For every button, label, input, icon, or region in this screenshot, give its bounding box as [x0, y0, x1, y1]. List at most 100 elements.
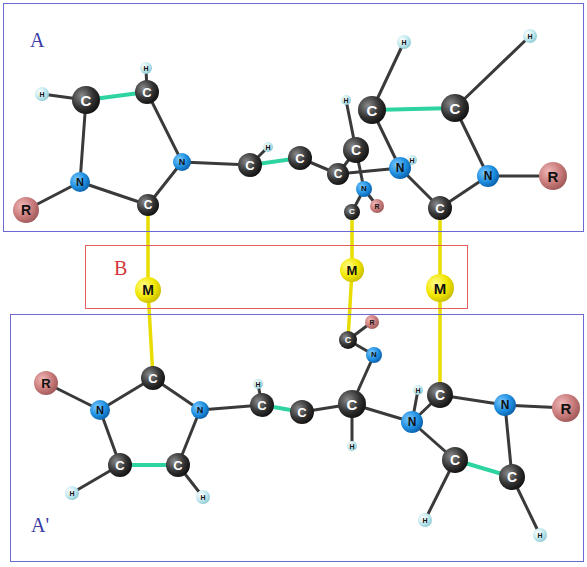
atom-sphere: [366, 347, 382, 363]
atom-sphere: [365, 315, 379, 329]
atom-sphere: [65, 486, 79, 500]
atom-sphere: [427, 382, 453, 408]
atom-sphere: [253, 379, 263, 389]
atom-label: N: [361, 185, 367, 193]
atom-sphere: [533, 528, 547, 542]
atom-sphere: [413, 385, 423, 395]
region-label: A': [31, 515, 49, 535]
atom-label: C: [295, 152, 304, 165]
atom-label: H: [200, 494, 205, 501]
atom-sphere: [340, 258, 364, 282]
atom-sphere: [290, 400, 314, 424]
atom-sphere: [338, 390, 366, 418]
atom-sphere: [539, 162, 567, 190]
atom-sphere: [166, 453, 190, 477]
atom-sphere: [358, 96, 386, 124]
atom-label: C: [334, 168, 343, 180]
atom-sphere: [140, 62, 152, 74]
atom-sphere: [401, 411, 423, 433]
atom-label: N: [179, 158, 186, 167]
atom-label: H: [401, 39, 406, 46]
atom-sphere: [397, 35, 411, 49]
atom-sphere: [288, 146, 312, 170]
bond-group: [26, 36, 566, 535]
atom-label: N: [371, 351, 377, 359]
region-label: B: [114, 258, 127, 278]
atom-sphere: [137, 194, 159, 216]
atom-sphere: [173, 153, 191, 171]
atom-label: H: [265, 144, 270, 151]
atom-sphere: [13, 197, 39, 223]
atom-sphere: [135, 277, 161, 303]
atom-sphere: [418, 513, 432, 527]
atom-sphere: [389, 157, 411, 179]
atom-label: C: [81, 93, 92, 108]
atom-sphere: [428, 196, 452, 220]
atom-sphere: [135, 80, 159, 104]
atom-label: C: [435, 388, 445, 402]
atom-sphere: [347, 441, 357, 451]
atom-group: [13, 29, 580, 542]
atom-label: H: [349, 443, 354, 450]
atom-sphere: [442, 447, 468, 473]
atom-sphere: [196, 490, 210, 504]
atom-label: H: [143, 65, 148, 72]
atom-sphere: [141, 366, 165, 390]
atom-sphere: [327, 163, 349, 185]
atom-sphere: [250, 393, 274, 417]
atom-label: N: [408, 416, 417, 428]
atom-label: C: [142, 86, 151, 99]
region-box: A: [3, 3, 584, 232]
region-box: B: [85, 245, 468, 309]
atom-label: C: [148, 372, 157, 385]
atom-label: R: [561, 401, 572, 416]
atom-sphere: [191, 401, 209, 419]
atom-label: C: [507, 470, 517, 484]
atom-label: C: [367, 103, 378, 118]
atom-sphere: [477, 165, 499, 187]
region-box: A': [10, 314, 584, 562]
atom-label: C: [450, 101, 461, 116]
atom-label: C: [257, 399, 266, 412]
atom-label: H: [409, 157, 414, 164]
atom-label: R: [21, 203, 31, 217]
atom-label: C: [345, 336, 352, 345]
atom-label: C: [173, 459, 182, 472]
atom-label: M: [347, 264, 358, 277]
atom-sphere: [72, 86, 100, 114]
atom-label: N: [501, 399, 510, 411]
atom-sphere: [339, 331, 357, 349]
atom-label: N: [76, 177, 84, 188]
atom-label: C: [115, 459, 124, 472]
atom-sphere: [523, 29, 537, 43]
atom-label: C: [349, 208, 355, 216]
atom-sphere: [108, 453, 132, 477]
atom-sphere: [552, 394, 580, 422]
atom-label: N: [96, 405, 104, 416]
bond-line: [455, 36, 530, 108]
atom-label: N: [484, 170, 493, 182]
atom-sphere: [441, 94, 469, 122]
atom-label: R: [374, 203, 379, 210]
atom-sphere: [341, 95, 351, 105]
bond-line: [438, 288, 442, 395]
atom-label: C: [347, 397, 358, 412]
atom-label: M: [142, 283, 154, 297]
atom-label: H: [422, 517, 427, 524]
region-label: A: [30, 30, 44, 50]
atom-label: N: [396, 162, 405, 174]
atom-sphere: [70, 172, 90, 192]
atom-label: H: [527, 33, 532, 40]
atom-sphere: [344, 204, 360, 220]
atom-sphere: [343, 137, 369, 163]
bond-line: [148, 290, 153, 378]
atom-label: C: [351, 143, 361, 157]
atom-label: N: [197, 406, 204, 415]
atom-label: C: [297, 406, 306, 419]
atom-label: C: [245, 159, 254, 172]
atom-label: H: [255, 381, 260, 388]
atom-sphere: [238, 153, 262, 177]
atom-label: M: [434, 281, 447, 296]
atom-label: C: [144, 199, 153, 211]
